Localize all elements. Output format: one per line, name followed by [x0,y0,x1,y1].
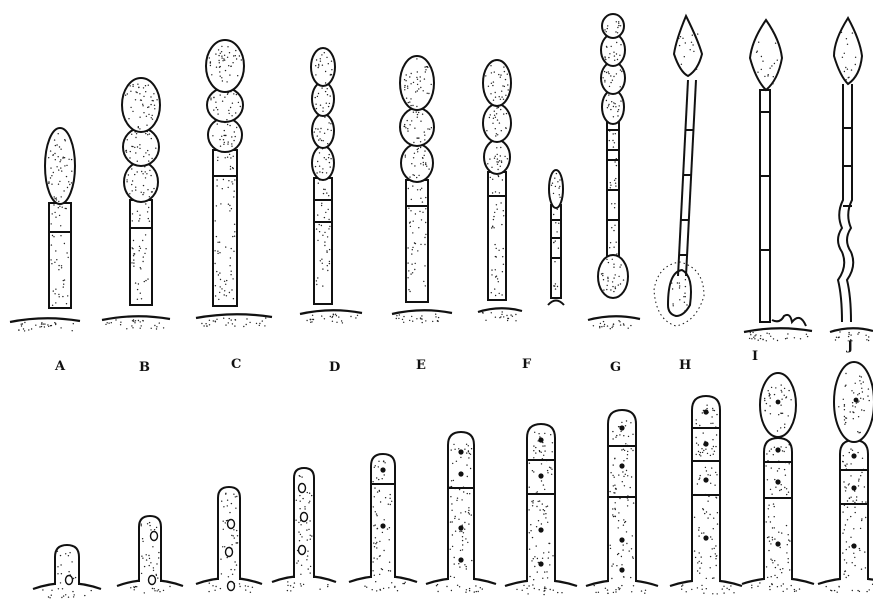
development-stage-5 [349,454,417,592]
substrate-e [392,310,452,323]
conidiophore-c [206,40,244,306]
substrate-g [588,316,640,329]
conidiophore-b [122,78,160,305]
substrate-f-small [548,301,564,306]
top-row-conidiophores [10,14,873,341]
conidiophore-d [311,48,335,304]
development-stage-2 [117,516,183,594]
panel-label-a: A [55,360,65,373]
substrate-c [196,314,272,327]
development-stage-10 [742,373,814,592]
conidiophore-g [598,14,628,298]
panel-label-b: B [139,361,150,374]
development-stage-6 [426,432,496,593]
substrate-b [102,316,170,329]
development-stage-11 [818,362,873,593]
conidiophore-f [483,60,511,300]
panel-label-j: J [847,340,853,353]
development-stage-7 [505,424,577,595]
panel-label-h: H [679,359,691,372]
conidiophore-f-small [549,170,563,298]
development-stage-1 [33,545,101,599]
panel-label-d: D [329,361,340,374]
panel-label-c: C [231,358,241,371]
substrate-d [300,310,362,323]
development-stage-9 [670,396,742,595]
conidiophore-j [834,18,862,322]
bottom-row-development-stages [33,362,873,599]
development-stage-8 [586,410,658,594]
conidiophore-h [654,16,704,326]
substrate-a [10,318,80,331]
development-stage-4 [272,468,336,592]
substrate-i [744,328,812,341]
panel-label-e: E [416,359,426,372]
conidiophore-a [45,128,75,308]
panel-label-g: G [610,361,621,374]
conidiophore-e [400,56,434,302]
conidiophore-i [750,20,806,326]
development-stage-3 [196,487,262,593]
panel-label-f: F [522,358,531,371]
substrate-f [478,308,522,321]
panel-label-i: I [752,350,758,363]
